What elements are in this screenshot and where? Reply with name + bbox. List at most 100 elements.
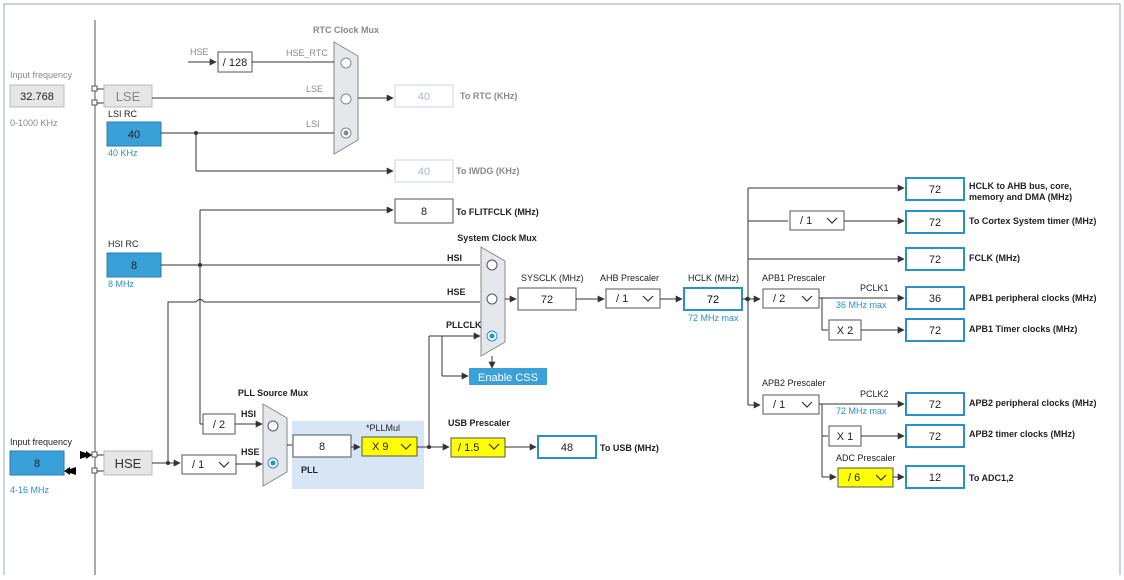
- diagram-frame: [3, 3, 1121, 580]
- apb2-periph-output-label: APB2 peripheral clocks (MHz): [969, 398, 1097, 408]
- apb2-periph-output-box: [905, 392, 965, 416]
- pll-mul-chevron-down-icon: [400, 443, 412, 450]
- rtc-mux-lse-radio[interactable]: [340, 93, 352, 105]
- iwdg-output-box: [394, 159, 454, 183]
- apb1-timer-mul-value: X 2: [837, 325, 854, 337]
- lse-pin-bottom: [91, 99, 98, 106]
- hse-input-frequency-field[interactable]: [9, 450, 65, 476]
- sysmux-hse-radio[interactable]: [486, 293, 498, 305]
- rtc-output-label: To RTC (KHz): [460, 91, 517, 101]
- hse-label: HSE: [115, 456, 142, 471]
- flitfclk-output-label: To FLITFCLK (MHz): [456, 207, 539, 217]
- usb-prescaler-title: USB Prescaler: [448, 418, 511, 428]
- lsi-rc-block[interactable]: [106, 121, 162, 147]
- apb2-timer-output-label: APB2 timer clocks (MHz): [969, 429, 1075, 439]
- rtc-hse-input-label: HSE: [190, 47, 209, 57]
- apb2-prescaler-select[interactable]: [762, 394, 820, 415]
- lse-pin-top: [91, 85, 98, 92]
- hclk-value: 72: [707, 294, 719, 306]
- lsi-rc-sub: 40 KHz: [108, 148, 138, 158]
- lse-input-frequency-field[interactable]: [9, 84, 65, 108]
- usb-prescaler-chevron-down-icon: [488, 443, 500, 450]
- rtc-clock-mux-title: RTC Clock Mux: [313, 25, 379, 35]
- pll-label: PLL: [301, 465, 319, 475]
- pclk1-label: PCLK1: [860, 283, 889, 293]
- lse-block[interactable]: [103, 84, 153, 108]
- apb1-prescaler-value: / 2: [773, 293, 785, 305]
- usb-prescaler-value: / 1.5: [458, 442, 479, 454]
- pclk1-max: 36 MHz max: [836, 300, 887, 310]
- apb2-prescaler-title: APB2 Prescaler: [762, 378, 826, 388]
- rtc-lsi-input-label: LSI: [306, 119, 320, 129]
- rtc-output-value: 40: [418, 91, 430, 103]
- hsi-rc-block[interactable]: [106, 252, 162, 278]
- cortex-output-value: 72: [929, 217, 941, 229]
- hsi-rc-title: HSI RC: [108, 239, 139, 249]
- sysclk-value: 72: [541, 294, 553, 306]
- hclk-ahb-output-box: [905, 177, 965, 201]
- apb1-prescaler-chevron-down-icon: [801, 295, 813, 302]
- hclk-ahb-output-label-2: memory and DMA (MHz): [969, 192, 1072, 202]
- usb-output-box: [537, 435, 597, 459]
- lsi-rc-title: LSI RC: [108, 109, 138, 119]
- pllmux-hsi-radio[interactable]: [267, 420, 279, 432]
- enable-css-button[interactable]: [469, 368, 547, 385]
- cortex-prescaler-select[interactable]: [789, 210, 845, 231]
- lse-label: LSE: [116, 89, 141, 104]
- adc-prescaler-select[interactable]: [837, 467, 894, 488]
- pll-hse-prediv-value: / 1: [192, 459, 204, 471]
- apb2-prescaler-chevron-down-icon: [801, 401, 813, 408]
- sysmux-hsi-radio[interactable]: [486, 259, 498, 271]
- rtc-lse-input-label: LSE: [306, 84, 323, 94]
- ahb-prescaler-select[interactable]: [605, 288, 661, 309]
- apb2-timer-output-value: 72: [929, 431, 941, 443]
- hse-input-frequency-label: Input frequency: [10, 437, 73, 447]
- apb1-periph-output-value: 36: [929, 293, 941, 305]
- flitfclk-output-box: [394, 198, 454, 224]
- hclk-ahb-output-value: 72: [929, 184, 941, 196]
- pll-mul-value: X 9: [372, 441, 389, 453]
- apb1-periph-output-box: [905, 286, 965, 310]
- sysmux-hse-label: HSE: [447, 287, 466, 297]
- hsi-rc-value: 8: [131, 260, 137, 272]
- pclk2-label: PCLK2: [860, 389, 889, 399]
- sysclk-label: SYSCLK (MHz): [521, 273, 584, 283]
- apb1-prescaler-select[interactable]: [762, 288, 820, 309]
- ahb-prescaler-value: / 1: [616, 293, 628, 305]
- hclk-ahb-output-label: HCLK to AHB bus, core,: [969, 181, 1072, 191]
- hse-pin-top: [91, 451, 98, 458]
- apb1-prescaler-title: APB1 Prescaler: [762, 273, 826, 283]
- usb-output-label: To USB (MHz): [600, 443, 659, 453]
- pll-hsi-div2-value: / 2: [213, 419, 225, 431]
- adc-output-value: 12: [929, 472, 941, 484]
- rtc-output-box: [394, 84, 454, 108]
- cortex-prescaler-chevron-down-icon: [826, 217, 838, 224]
- system-clock-mux-title: System Clock Mux: [457, 233, 537, 243]
- rtc-mux-hse-radio[interactable]: [340, 57, 352, 69]
- fclk-output-value: 72: [929, 254, 941, 266]
- lsi-rc-value: 40: [128, 129, 140, 141]
- apb2-timer-mul-value: X 1: [837, 431, 854, 443]
- ahb-prescaler-chevron-down-icon: [642, 295, 654, 302]
- pll-input-box: [292, 434, 352, 458]
- pclk2-max: 72 MHz max: [836, 406, 887, 416]
- sysmux-pllclk-radio-dot: [489, 333, 495, 339]
- iwdg-output-value: 40: [418, 166, 430, 178]
- apb2-timer-output-box: [905, 424, 965, 448]
- adc-output-label: To ADC1,2: [969, 473, 1014, 483]
- pll-hse-prediv-select[interactable]: [181, 454, 237, 475]
- apb2-prescaler-value: / 1: [773, 399, 785, 411]
- adc-prescaler-value: / 6: [848, 472, 860, 484]
- pllmux-hsi-label: HSI: [241, 409, 256, 419]
- adc-prescaler-title: ADC Prescaler: [836, 453, 896, 463]
- cortex-output-box: [905, 210, 965, 234]
- rtc-div128-value: / 128: [223, 57, 247, 69]
- pll-hse-prediv-chevron-down-icon: [218, 461, 230, 468]
- lse-input-frequency-range: 0-1000 KHz: [10, 118, 58, 128]
- hclk-label: HCLK (MHz): [688, 273, 739, 283]
- fclk-output-box: [905, 247, 965, 271]
- rtc-mux-lsi-radio-dot: [343, 130, 349, 136]
- apb1-timer-output-box: [905, 318, 965, 342]
- sysmux-pllclk-label: PLLCLK: [446, 320, 482, 330]
